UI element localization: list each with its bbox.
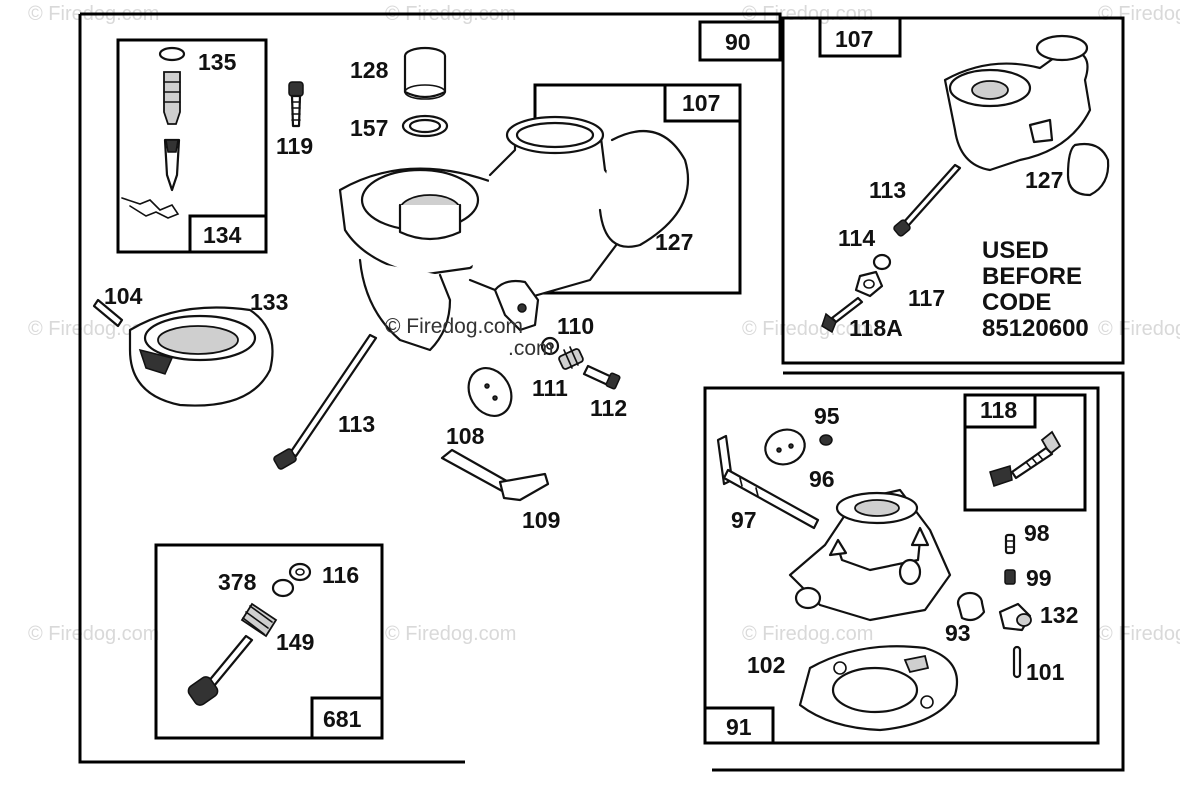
box-label-frame [703,706,775,745]
pin-101 [1012,645,1022,679]
callout-104: 104 [104,283,143,309]
box-label-107-inset: 107 [682,90,720,116]
callout-127-right: 127 [1025,167,1063,193]
pin-104 [92,298,124,328]
note-line-4: 85120600 [982,315,1089,342]
note-line-2: BEFORE [982,263,1082,290]
note-used-before-code: USED BEFORE CODE 85120600 [982,237,1089,342]
callout-96: 96 [809,466,835,492]
callout-110: 110 [557,313,594,339]
box-label-91: 91 [726,714,752,740]
callout-95: 95 [814,403,840,429]
callout-93: 93 [945,620,971,646]
lower-body-frame-outer [712,371,1125,772]
callout-102: 102 [747,652,785,678]
watermark: © Firedog.com [742,318,873,340]
spring-99 [1004,569,1016,585]
box-label-681: 681 [323,706,362,732]
float-133 [128,306,274,407]
needle-box [154,543,384,740]
watermark: © Firedog.com [385,623,516,645]
callout-132: 132 [1040,602,1078,628]
callout-128: 128 [350,57,389,83]
ring-157 [401,114,449,138]
choke-plate-96 [764,428,806,466]
needle-assembly [187,562,312,706]
float-valve-box [116,38,268,254]
screw-95 [819,434,833,446]
gasket-127-main [598,130,690,248]
watermark: © Firedog.com [28,623,159,645]
callout-119: 119 [276,133,313,159]
nut-114 [872,253,892,271]
callout-98: 98 [1024,520,1050,546]
shaft-113-main [273,333,378,470]
watermark-layer: © Firedog.com © Firedog.com © Firedog.co… [28,3,1180,645]
callout-118a: 118A [849,315,903,341]
inlet-seat-135 [158,46,186,192]
watermark: © Firedog.com [28,318,159,340]
callout-112: 112 [590,395,627,421]
box-label-frame [963,393,1037,429]
callout-113-right: 113 [869,177,906,203]
callout-108: 108 [446,423,485,449]
screw-118 [989,430,1062,487]
callout-157: 157 [350,115,388,141]
box-label-107-right: 107 [835,26,873,52]
gasket-127-right [1066,142,1110,197]
callout-111: 111 [532,375,568,401]
carburetor-body-right [943,34,1092,172]
box-label-frame [188,214,268,254]
screw-119 [288,81,304,128]
screw-112 [582,364,621,390]
nut-117 [854,270,884,298]
box-label-frame [663,83,742,123]
box-label-frame [818,16,902,58]
callout-101: 101 [1026,659,1065,685]
watermark-center: © Firedog.com [385,315,523,338]
watermark: © Firedog.com [742,623,873,645]
callout-99: 99 [1026,565,1052,591]
box-label-frame [698,20,782,62]
watermark: © Firedog.com [1098,3,1180,25]
box-label-frame [310,696,384,740]
choke-shaft-97 [716,434,820,530]
gasket-102 [798,645,959,732]
bracket-132 [998,602,1032,632]
box-label-134: 134 [203,222,242,248]
watermark: © Firedog.com [1098,623,1180,645]
callout-135: 135 [198,49,237,75]
bushing-128 [403,46,447,100]
callout-149: 149 [276,629,314,655]
throttle-plate-108 [467,367,513,417]
carburetor-lower-body [788,488,952,622]
callout-97: 97 [731,507,757,533]
callout-109: 109 [522,507,560,533]
pin-98 [1004,533,1016,555]
callout-127-main: 127 [655,229,693,255]
callout-133: 133 [250,289,288,315]
washer-110 [540,336,560,356]
bushing-93 [956,591,986,622]
watermark-center-com: .com [508,337,554,360]
right-body-box [781,16,1125,365]
callout-378: 378 [218,569,257,595]
carburetor-body [338,115,624,352]
note-line-3: CODE [982,289,1051,316]
callout-116: 116 [322,562,359,588]
callout-113-main: 113 [338,411,375,437]
lower-body-box [703,386,1100,745]
shaft-113-right [893,163,962,237]
float-clip-sketch [121,197,180,219]
box-label-118: 118 [980,397,1017,423]
note-line-1: USED [982,237,1049,264]
box-label-90: 90 [725,29,751,55]
watermark: © Firedog.com [1098,318,1180,340]
needle-118a [821,296,864,334]
callout-114: 114 [838,225,875,251]
lever-109 [440,448,550,502]
spring-111 [558,346,584,370]
callout-117: 117 [908,285,945,311]
